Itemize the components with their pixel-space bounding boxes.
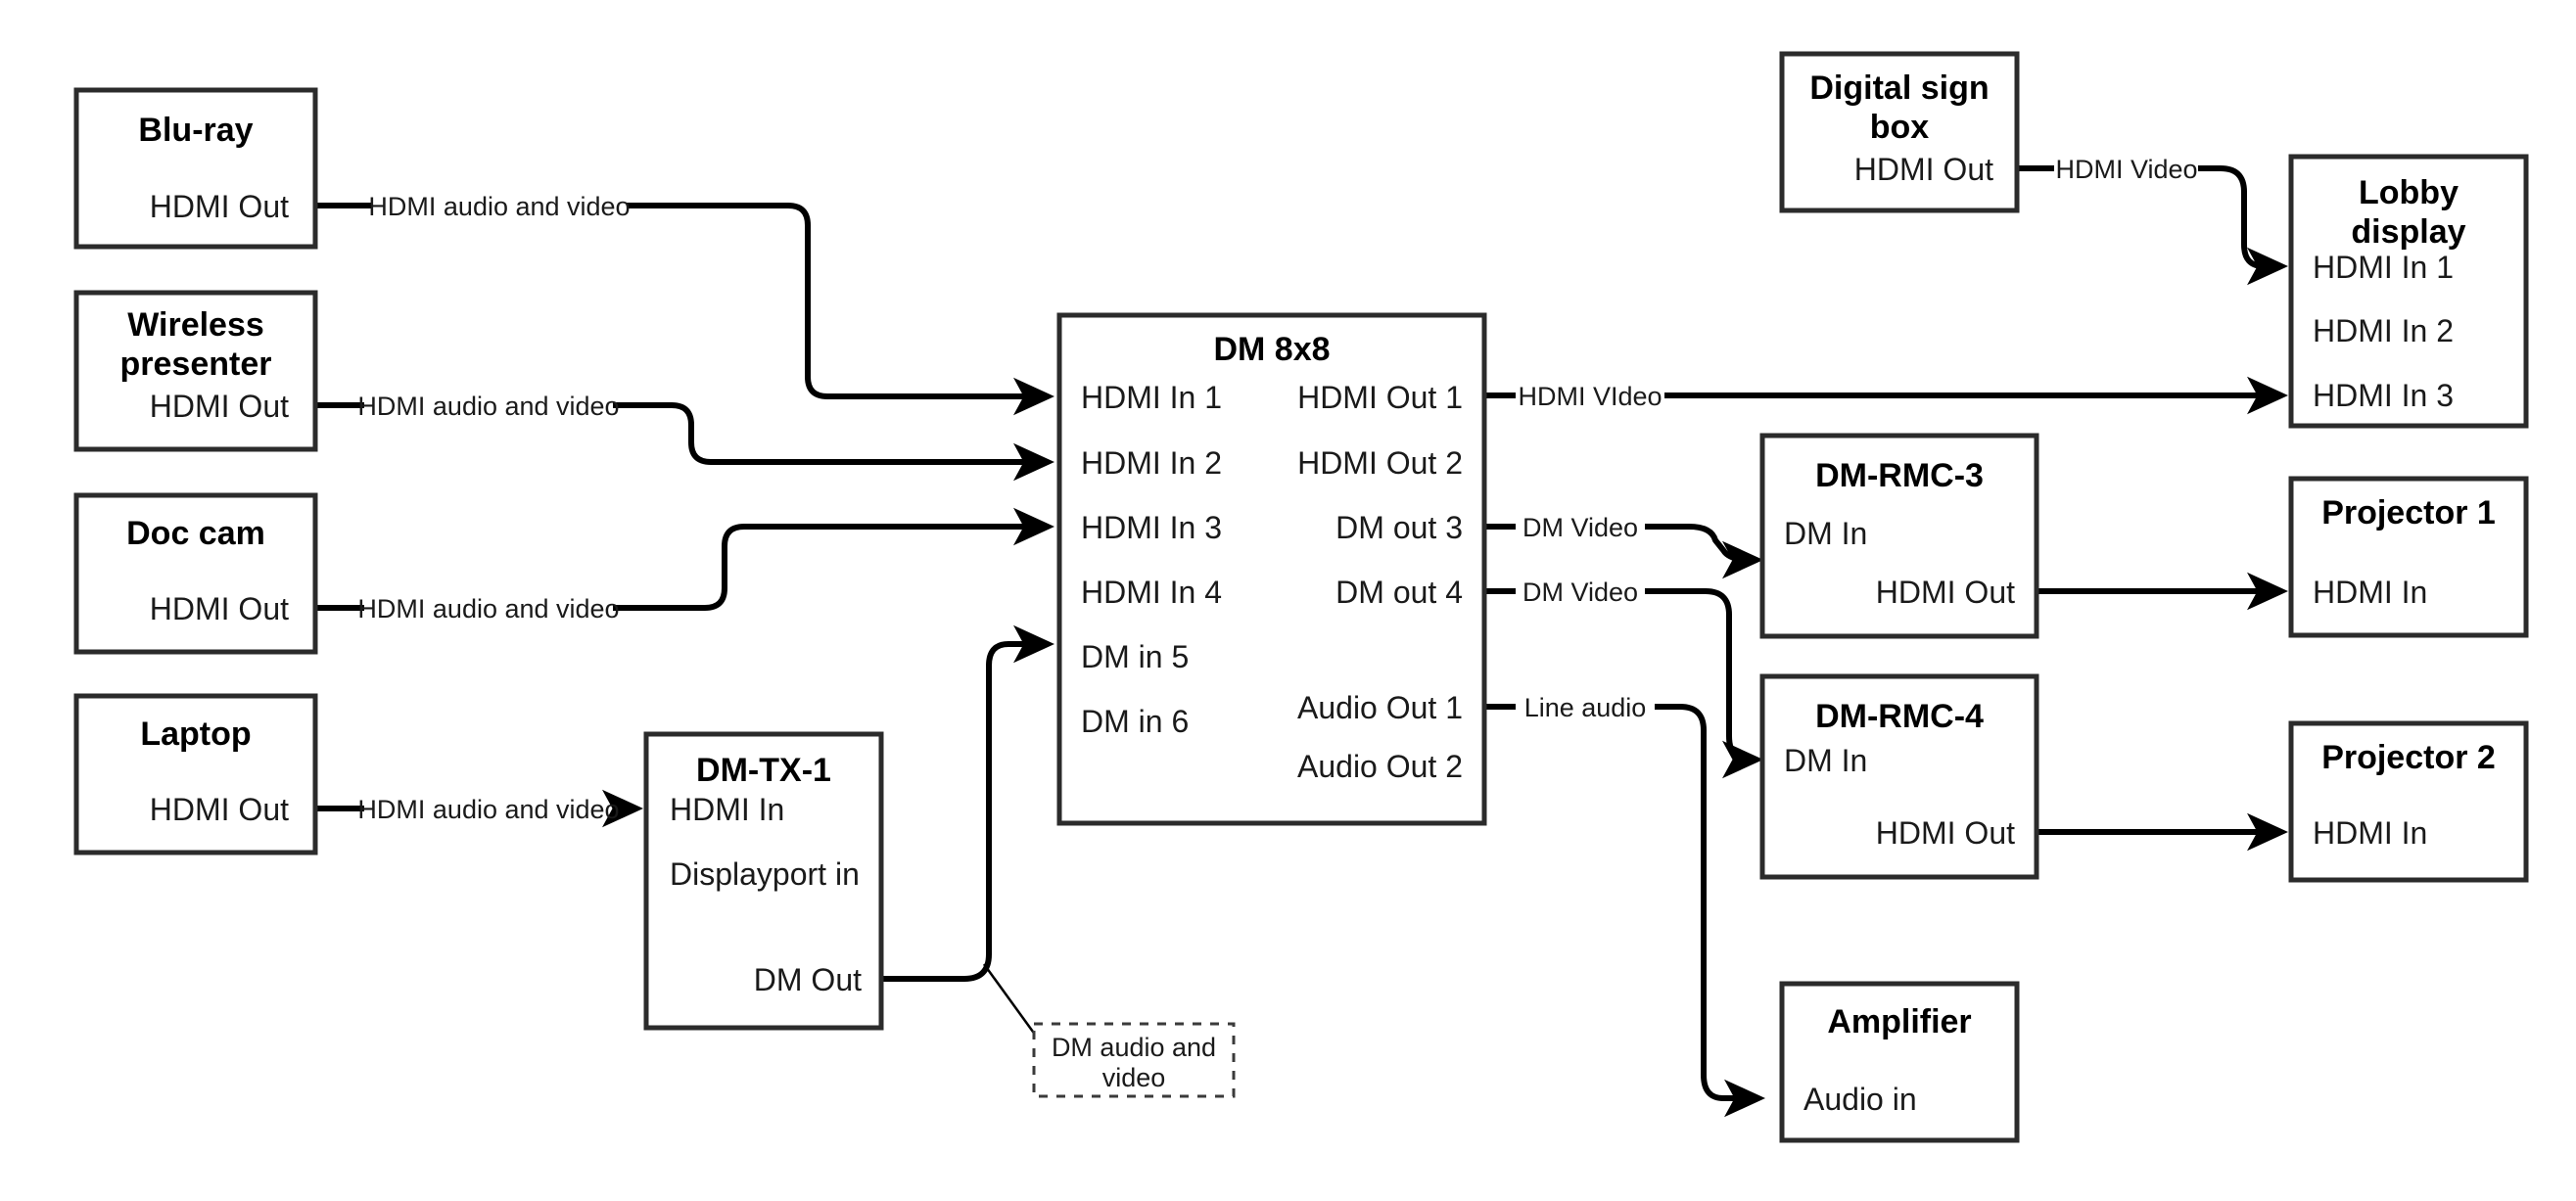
node-dmrmc4-port-hdmi-out: HDMI Out — [1876, 815, 2015, 851]
node-dmrmc3-port-hdmi-out: HDMI Out — [1876, 575, 2015, 610]
node-projector2-port-hdmi-in: HDMI In — [2313, 815, 2427, 851]
node-dm8x8-output-hdmi-out-1: HDMI Out 1 — [1297, 380, 1463, 415]
node-dm8x8-title: DM 8x8 — [1213, 331, 1330, 368]
node-digitalsign-title-line2: box — [1870, 109, 1930, 146]
node-dm8x8-output-audio-out-2: Audio Out 2 — [1297, 749, 1463, 784]
wire-dmout3-to-rmc3 — [1484, 527, 1756, 560]
node-lobby-title-line1: Lobby — [2359, 174, 2459, 211]
node-wireless-presenter[interactable]: Wireless presenter HDMI Out — [73, 290, 318, 452]
node-dm8x8-output-audio-out-1: Audio Out 1 — [1297, 690, 1463, 725]
node-dmtx1-port-displayport-in: Displayport in — [670, 856, 860, 892]
node-dm8x8-input-hdmi-in-3: HDMI In 3 — [1081, 510, 1222, 545]
edge-label-laptop-to-dmtx1: HDMI audio and video — [357, 795, 619, 824]
node-dm8x8-input-dm-in-5: DM in 5 — [1081, 639, 1189, 674]
node-lobby-port-hdmi-in-2: HDMI In 2 — [2313, 313, 2454, 348]
node-bluray-port-hdmi-out: HDMI Out — [150, 189, 289, 224]
edge-label-audioout1-to-amp: Line audio — [1524, 693, 1647, 722]
node-projector2-title: Projector 2 — [2321, 739, 2496, 776]
node-dmrmc4-port-dm-in: DM In — [1784, 743, 1867, 778]
node-laptop-title: Laptop — [140, 716, 251, 753]
wire-bluray-to-dm8x8 — [315, 203, 1048, 396]
node-wireless-title-line2: presenter — [120, 346, 272, 383]
node-dmtx1-port-dm-out: DM Out — [754, 962, 862, 997]
callout-dm-audio-line2: video — [1102, 1063, 1166, 1092]
node-dm-8x8[interactable]: DM 8x8 HDMI In 1 HDMI In 2 HDMI In 3 HDM… — [1056, 312, 1487, 826]
node-lobby-port-hdmi-in-1: HDMI In 1 — [2313, 250, 2454, 285]
wire-audioout1-to-amplifier — [1484, 704, 1758, 1098]
node-amplifier-port-audio-in: Audio in — [1803, 1082, 1917, 1117]
wire-dmtx1-to-dm8x8 — [881, 624, 1054, 982]
node-dm8x8-input-dm-in-6: DM in 6 — [1081, 704, 1189, 739]
edge-label-hdmiout1-to-lobby: HDMI VIdeo — [1518, 382, 1662, 411]
node-dmtx1-port-hdmi-in: HDMI In — [670, 792, 784, 827]
callout-dm-audio-and-video: DM audio and video — [1032, 1022, 1236, 1098]
node-lobby-title-line2: display — [2351, 213, 2465, 251]
wire-wireless-to-dm8x8 — [315, 402, 1048, 462]
node-lobby-port-hdmi-in-3: HDMI In 3 — [2313, 378, 2454, 413]
node-laptop[interactable]: Laptop HDMI Out — [73, 693, 318, 855]
node-dmrmc3-title: DM-RMC-3 — [1815, 457, 1984, 494]
node-projector1-port-hdmi-in: HDMI In — [2313, 575, 2427, 610]
edge-label-doccam-to-dm: HDMI audio and video — [357, 594, 619, 624]
node-dm8x8-output-hdmi-out-2: HDMI Out 2 — [1297, 445, 1463, 481]
node-laptop-port-hdmi-out: HDMI Out — [150, 792, 289, 827]
node-lobby-display[interactable]: Lobby display HDMI In 1 HDMI In 2 HDMI I… — [2288, 154, 2529, 429]
node-projector1-title: Projector 1 — [2321, 494, 2496, 531]
node-bluray[interactable]: Blu-ray HDMI Out — [73, 87, 318, 250]
node-dmrmc4-title: DM-RMC-4 — [1815, 698, 1984, 735]
node-dm8x8-input-hdmi-in-1: HDMI In 1 — [1081, 380, 1222, 415]
node-dmrmc3-port-dm-in: DM In — [1784, 516, 1867, 551]
wire-signbox-to-lobby — [2017, 165, 2281, 266]
node-amplifier[interactable]: Amplifier Audio in — [1779, 981, 2020, 1143]
edge-label-bluray-to-dm: HDMI audio and video — [368, 192, 630, 221]
node-doc-cam[interactable]: Doc cam HDMI Out — [73, 492, 318, 655]
node-dmtx1-title: DM-TX-1 — [696, 752, 831, 789]
node-bluray-title: Blu-ray — [138, 112, 253, 149]
node-dm-rmc-4[interactable]: DM-RMC-4 DM In HDMI Out — [1759, 673, 2039, 880]
node-doccam-port-hdmi-out: HDMI Out — [150, 591, 289, 626]
node-doccam-title: Doc cam — [126, 515, 265, 552]
node-dm8x8-output-dm-out-4: DM out 4 — [1335, 575, 1463, 610]
node-digitalsign-port-hdmi-out: HDMI Out — [1854, 152, 1993, 187]
node-wireless-port-hdmi-out: HDMI Out — [150, 389, 289, 424]
callout-dm-audio-line1: DM audio and — [1052, 1033, 1216, 1062]
node-dm8x8-output-dm-out-3: DM out 3 — [1335, 510, 1463, 545]
node-projector-1[interactable]: Projector 1 HDMI In — [2288, 476, 2529, 638]
wire-dmout4-to-rmc4 — [1484, 588, 1756, 760]
wire-doccam-to-dm8x8 — [315, 527, 1048, 611]
edge-label-signbox-to-lobby: HDMI Video — [2055, 155, 2197, 184]
edge-label-dmout4-to-rmc4: DM Video — [1522, 577, 1638, 607]
node-projector-2[interactable]: Projector 2 HDMI In — [2288, 720, 2529, 883]
node-wireless-title-line1: Wireless — [127, 306, 264, 344]
edge-label-dmout3-to-rmc3: DM Video — [1522, 513, 1638, 542]
node-amplifier-title: Amplifier — [1827, 1003, 1971, 1040]
node-dm-tx-1[interactable]: DM-TX-1 HDMI In Displayport in DM Out — [643, 731, 884, 1031]
node-digitalsign-title-line1: Digital sign — [1809, 69, 1989, 107]
node-dm8x8-input-hdmi-in-4: HDMI In 4 — [1081, 575, 1222, 610]
node-digital-sign-box[interactable]: Digital sign box HDMI Out — [1779, 51, 2020, 213]
node-dm8x8-input-hdmi-in-2: HDMI In 2 — [1081, 445, 1222, 481]
edge-label-wireless-to-dm: HDMI audio and video — [357, 392, 619, 421]
node-dm-rmc-3[interactable]: DM-RMC-3 DM In HDMI Out — [1759, 433, 2039, 639]
